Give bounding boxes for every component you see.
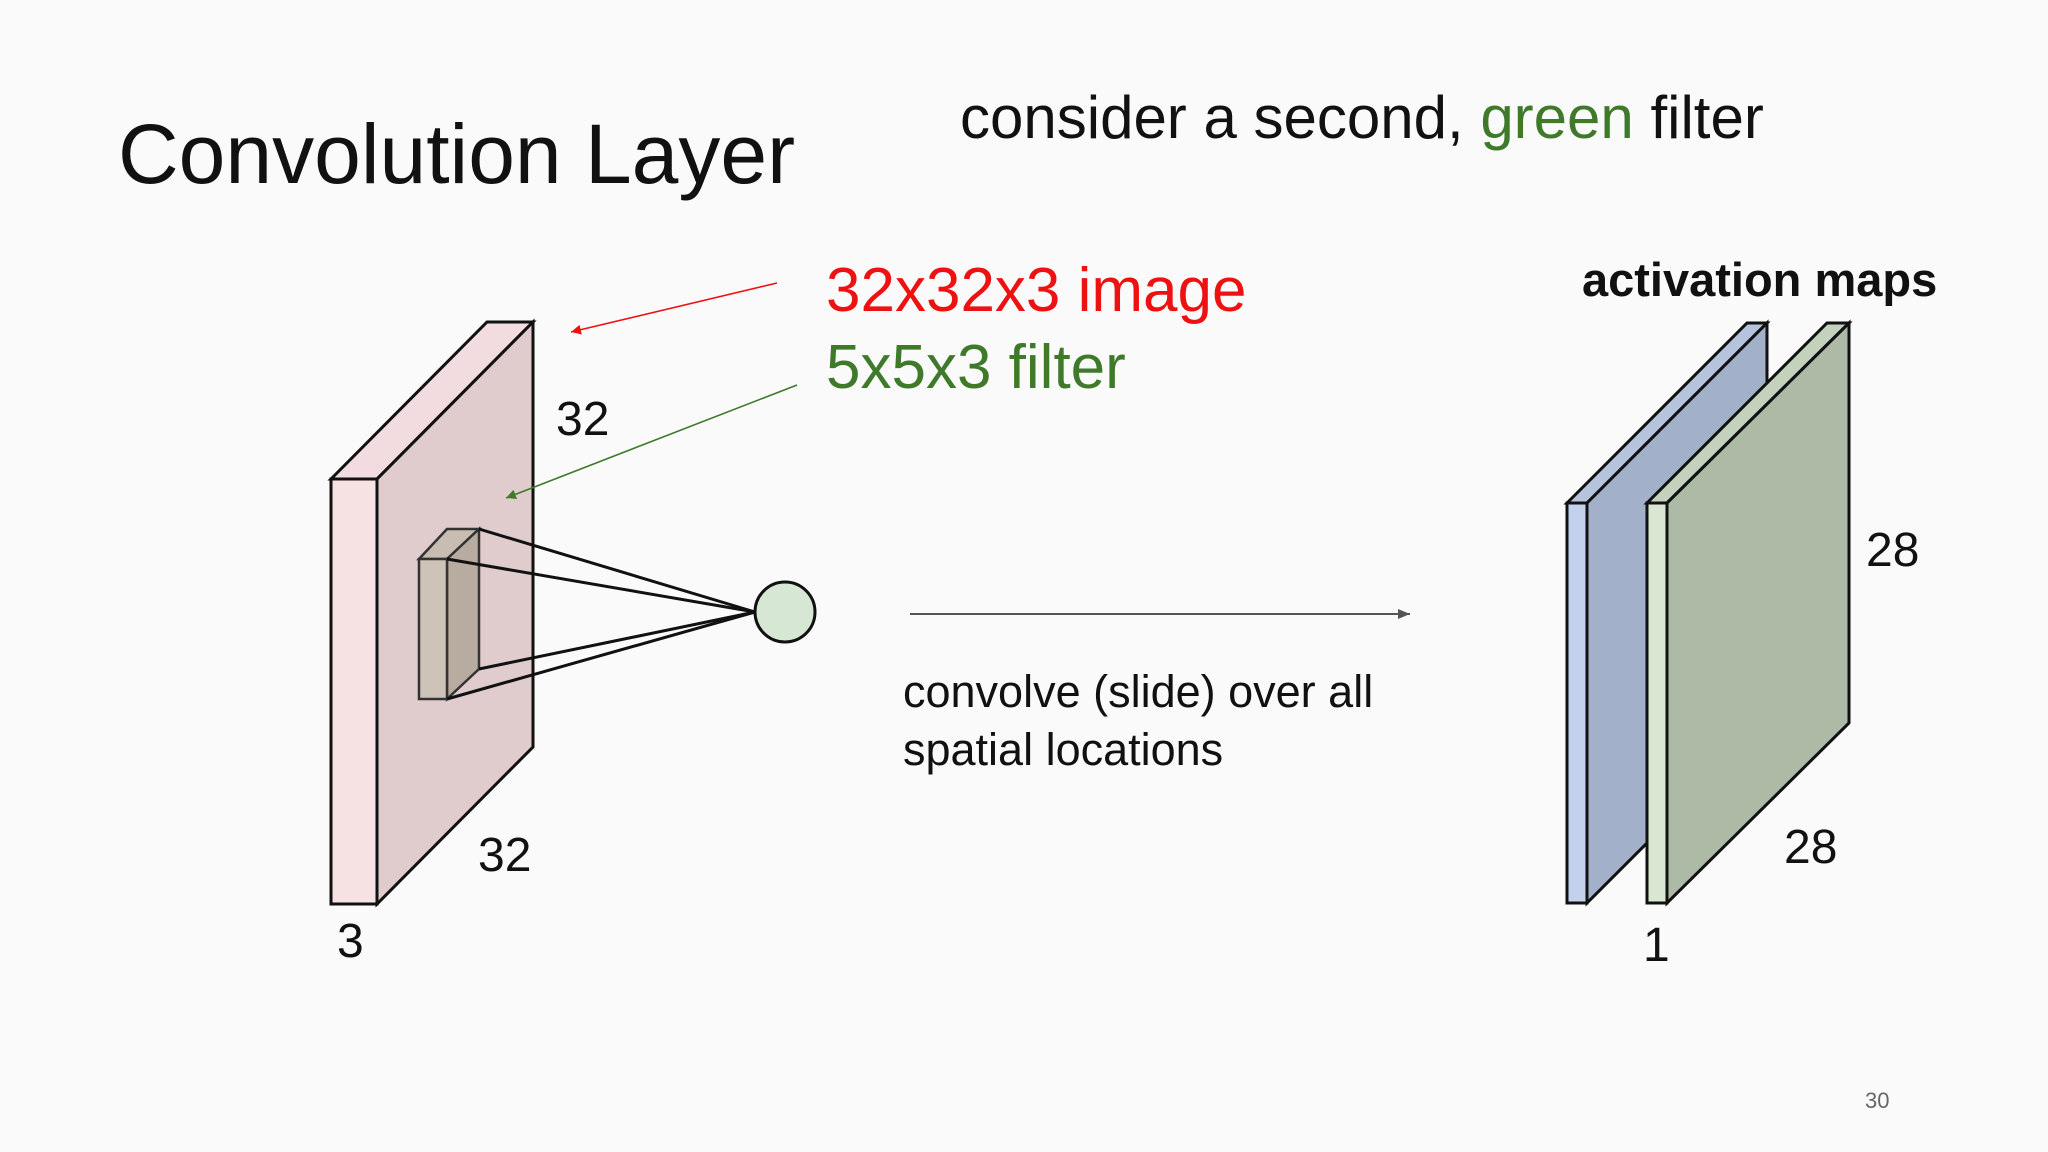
page-number: 30 xyxy=(1865,1088,1890,1113)
operation-description-line2: spatial locations xyxy=(903,724,1224,775)
output-neuron xyxy=(753,580,817,644)
output-width-label: 28 xyxy=(1784,821,1838,874)
subtitle-prefix: consider a second, xyxy=(960,84,1481,151)
projection-lines xyxy=(446,527,756,701)
output-height-label: 28 xyxy=(1866,524,1920,577)
activation-map-green-front xyxy=(1645,501,1669,905)
operation-description-line1: convolve (slide) over all xyxy=(903,666,1374,717)
image-label-arrow xyxy=(570,282,778,335)
output-depth-label: 1 xyxy=(1643,919,1670,972)
subtitle-suffix: filter xyxy=(1633,84,1764,151)
filter-box-side xyxy=(445,526,481,702)
slide-subtitle: consider a second, green filter xyxy=(960,88,1764,148)
input-depth-label: 3 xyxy=(337,915,364,968)
input-volume-front xyxy=(329,477,379,906)
filter-label-arrow xyxy=(505,384,798,500)
activation-map-blue-front xyxy=(1565,501,1589,905)
input-height-label: 32 xyxy=(556,393,610,446)
activation-maps-label: activation maps xyxy=(1582,253,1938,306)
input-width-label: 32 xyxy=(478,829,532,882)
slide-title: Convolution Layer xyxy=(118,107,796,201)
input-image-label: 32x32x3 image xyxy=(826,256,1247,325)
filter-box xyxy=(416,526,483,702)
activation-map-green xyxy=(1643,319,1853,907)
filter-box-front xyxy=(417,557,449,701)
subtitle-highlight: green xyxy=(1480,84,1634,151)
filter-label: 5x5x3 filter xyxy=(826,333,1126,402)
